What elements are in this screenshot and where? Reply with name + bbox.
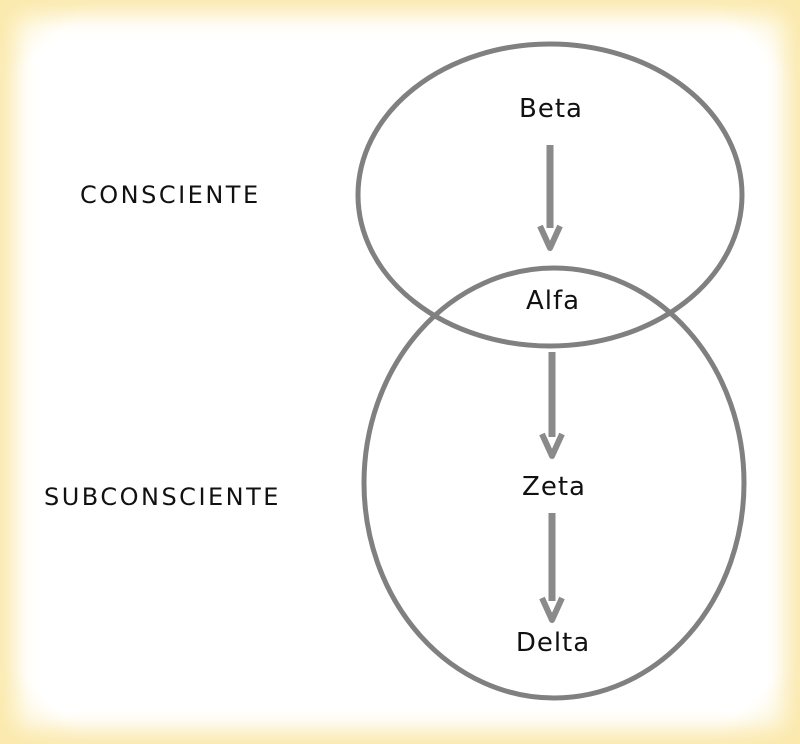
subconscious-ellipse — [361, 265, 747, 701]
state-beta-label: Beta — [519, 94, 583, 124]
state-zeta-label: Zeta — [522, 472, 586, 502]
state-alfa-label: Alfa — [526, 286, 580, 316]
arrow-alfa-to-zeta — [539, 352, 565, 459]
conscious-zone-label: CONSCIENTE — [80, 181, 261, 209]
state-delta-label: Delta — [516, 628, 590, 658]
arrow-beta-to-alfa — [537, 145, 563, 251]
conscious-ellipse — [355, 41, 745, 349]
arrow-zeta-to-delta — [539, 513, 565, 623]
subconscious-zone-label: SUBCONSCIENTE — [44, 483, 281, 511]
